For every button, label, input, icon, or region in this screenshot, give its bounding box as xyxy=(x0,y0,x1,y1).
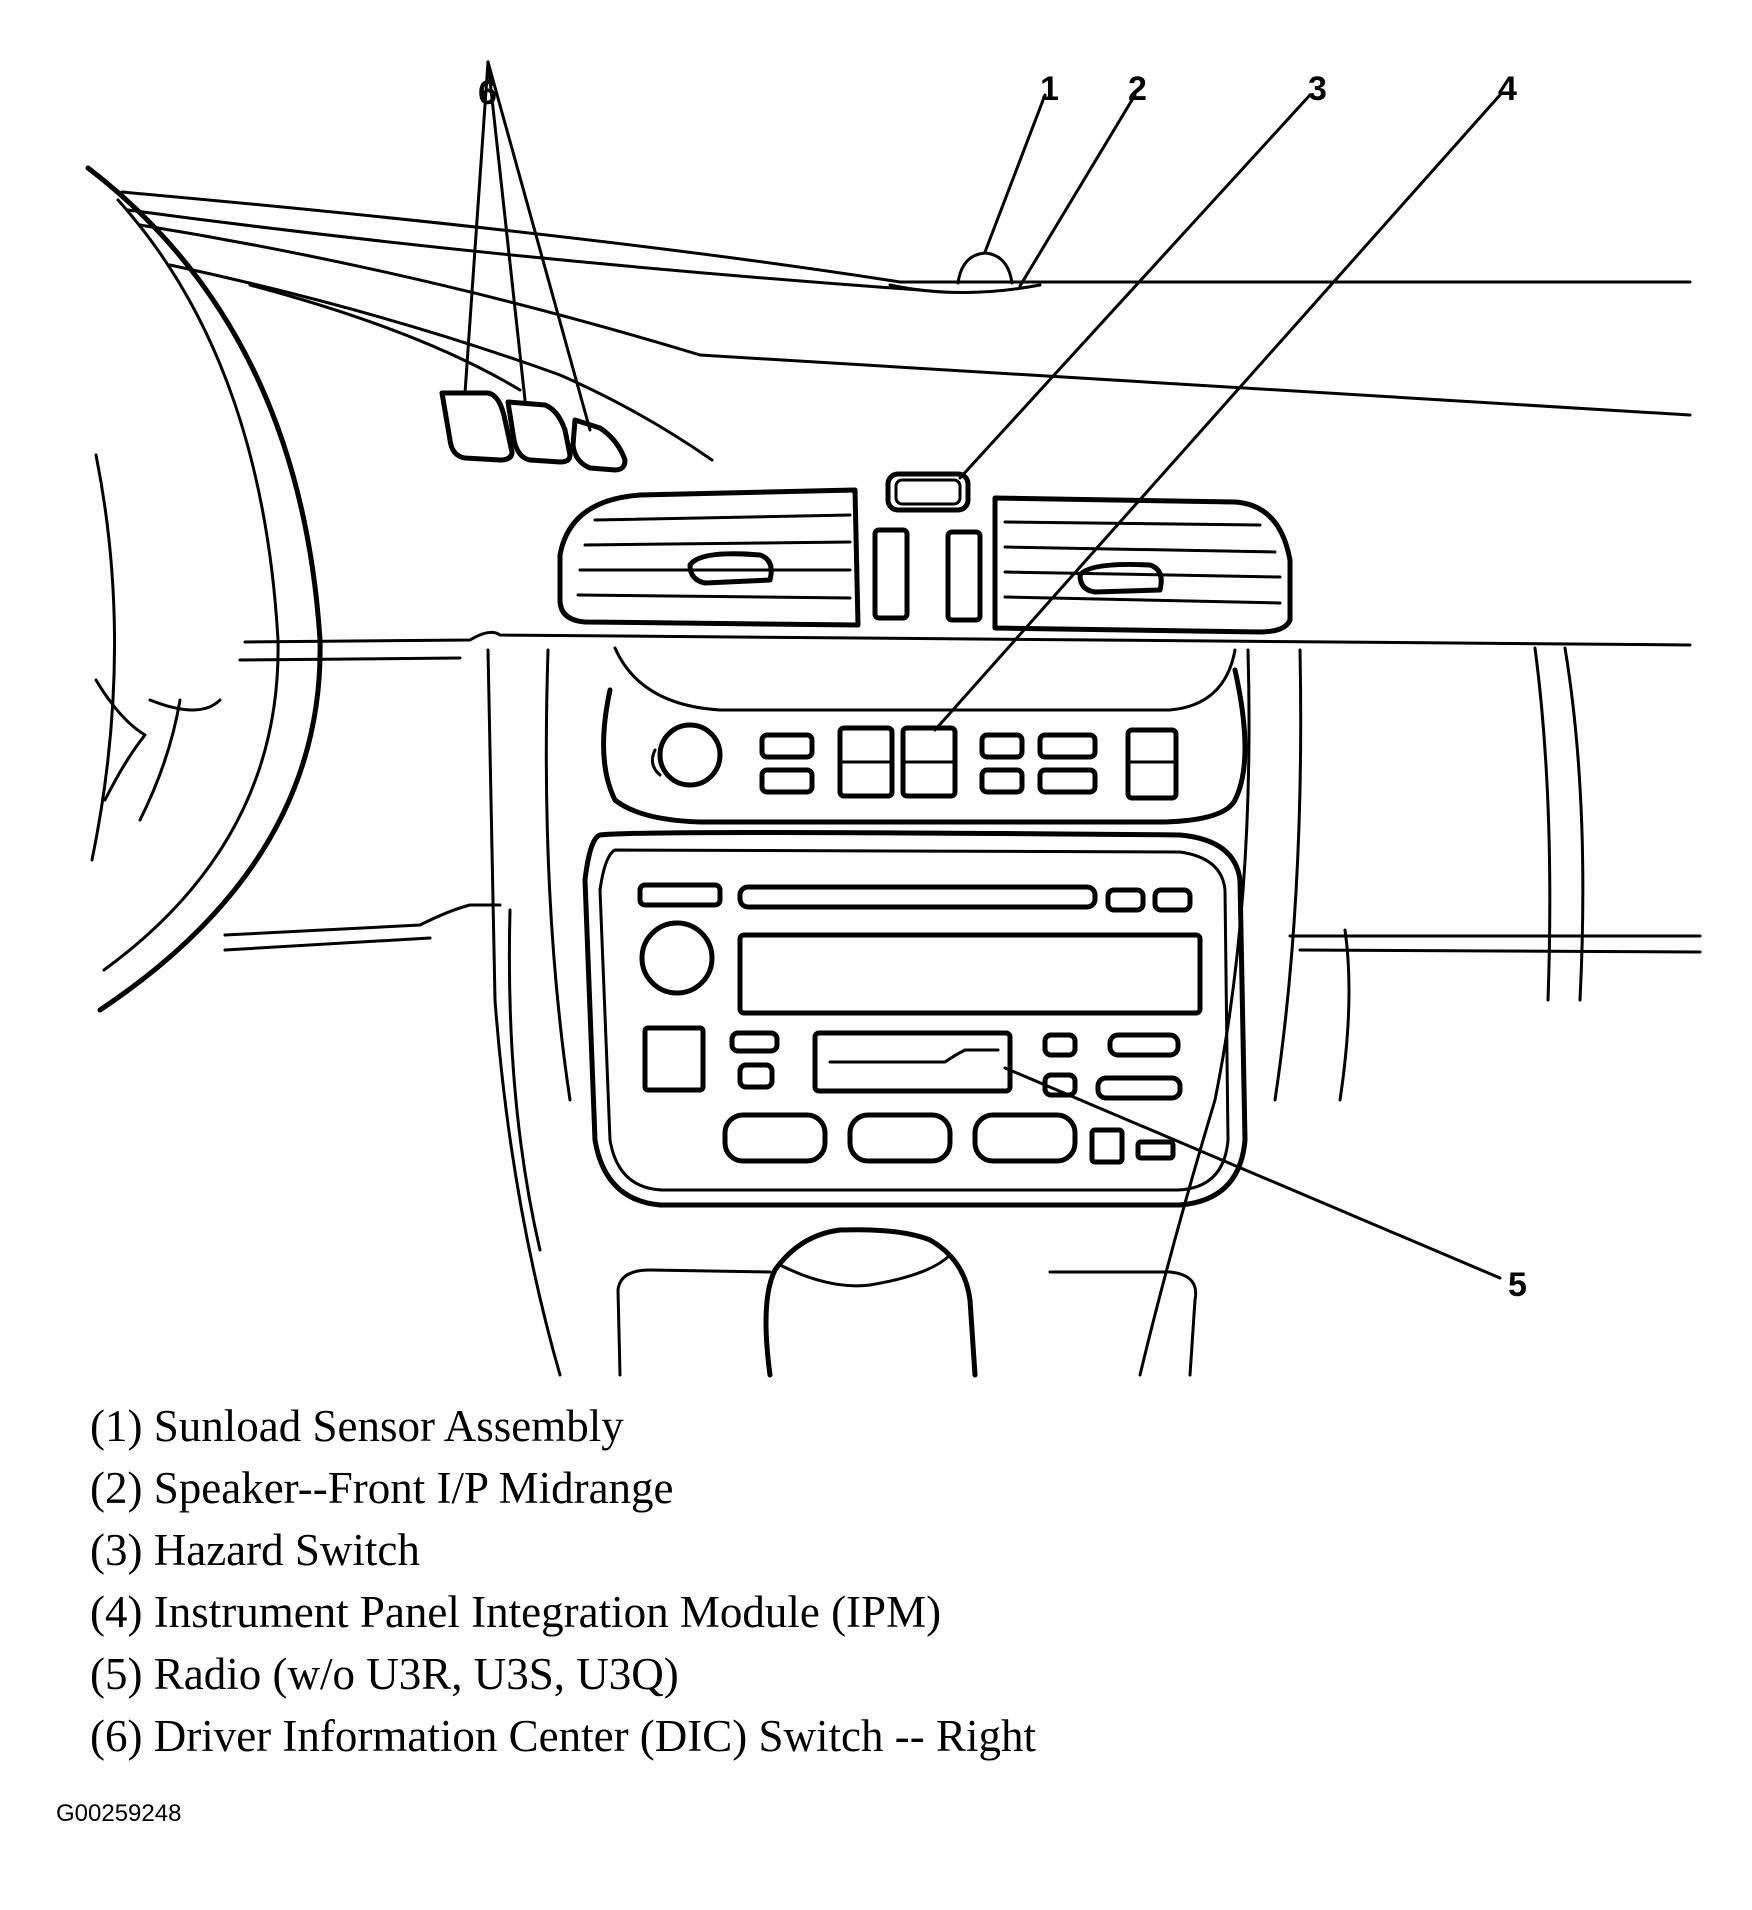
callout-numbers: 6 1 2 3 4 5 xyxy=(478,70,1527,1304)
hazard-switch xyxy=(885,471,971,513)
leader-line-5 xyxy=(1003,1066,1502,1280)
sunload-sensor xyxy=(956,251,1014,285)
dashboard-diagram: 6 1 2 3 4 5 xyxy=(85,60,1702,1378)
steering-wheel xyxy=(85,165,323,1013)
legend-item-1: (1) Sunload Sensor Assembly xyxy=(90,1401,624,1451)
left-air-vent xyxy=(557,487,861,628)
callout-number-6: 6 xyxy=(478,74,497,112)
leader-line-2 xyxy=(1018,93,1137,288)
center-switches xyxy=(872,527,983,623)
legend-item-5: (5) Radio (w/o U3R, U3S, U3Q) xyxy=(90,1649,679,1699)
callout-number-1: 1 xyxy=(1040,70,1059,108)
leader-line-4 xyxy=(933,93,1502,732)
leader-line-6a xyxy=(463,60,490,395)
callout-number-3: 3 xyxy=(1308,70,1327,108)
center-stack xyxy=(486,648,1351,1377)
ipm-panel xyxy=(601,646,1248,825)
console-shifter xyxy=(616,1227,1198,1378)
legend-item-4: (4) Instrument Panel Integration Module … xyxy=(90,1587,942,1637)
leader-line-6b xyxy=(486,60,527,402)
legend-item-3: (3) Hazard Switch xyxy=(90,1525,420,1575)
speaker-midrange xyxy=(888,283,1042,294)
legend-item-2: (2) Speaker--Front I/P Midrange xyxy=(90,1463,674,1513)
callout-number-4: 4 xyxy=(1498,70,1517,108)
callout-number-2: 2 xyxy=(1128,70,1147,108)
legend-item-6: (6) Driver Information Center (DIC) Swit… xyxy=(90,1711,1037,1761)
figure-id: G00259248 xyxy=(56,1800,182,1827)
dashboard-outline xyxy=(120,190,1702,1002)
dic-switches xyxy=(439,390,628,473)
leader-line-3 xyxy=(958,93,1312,480)
leader-line-6c xyxy=(486,60,592,432)
leader-line-1 xyxy=(983,93,1047,254)
leader-lines xyxy=(463,60,1502,1280)
radio xyxy=(582,830,1248,1208)
callout-legend: (1) Sunload Sensor Assembly (2) Speaker-… xyxy=(90,1395,1036,1767)
callout-number-5: 5 xyxy=(1508,1266,1527,1304)
